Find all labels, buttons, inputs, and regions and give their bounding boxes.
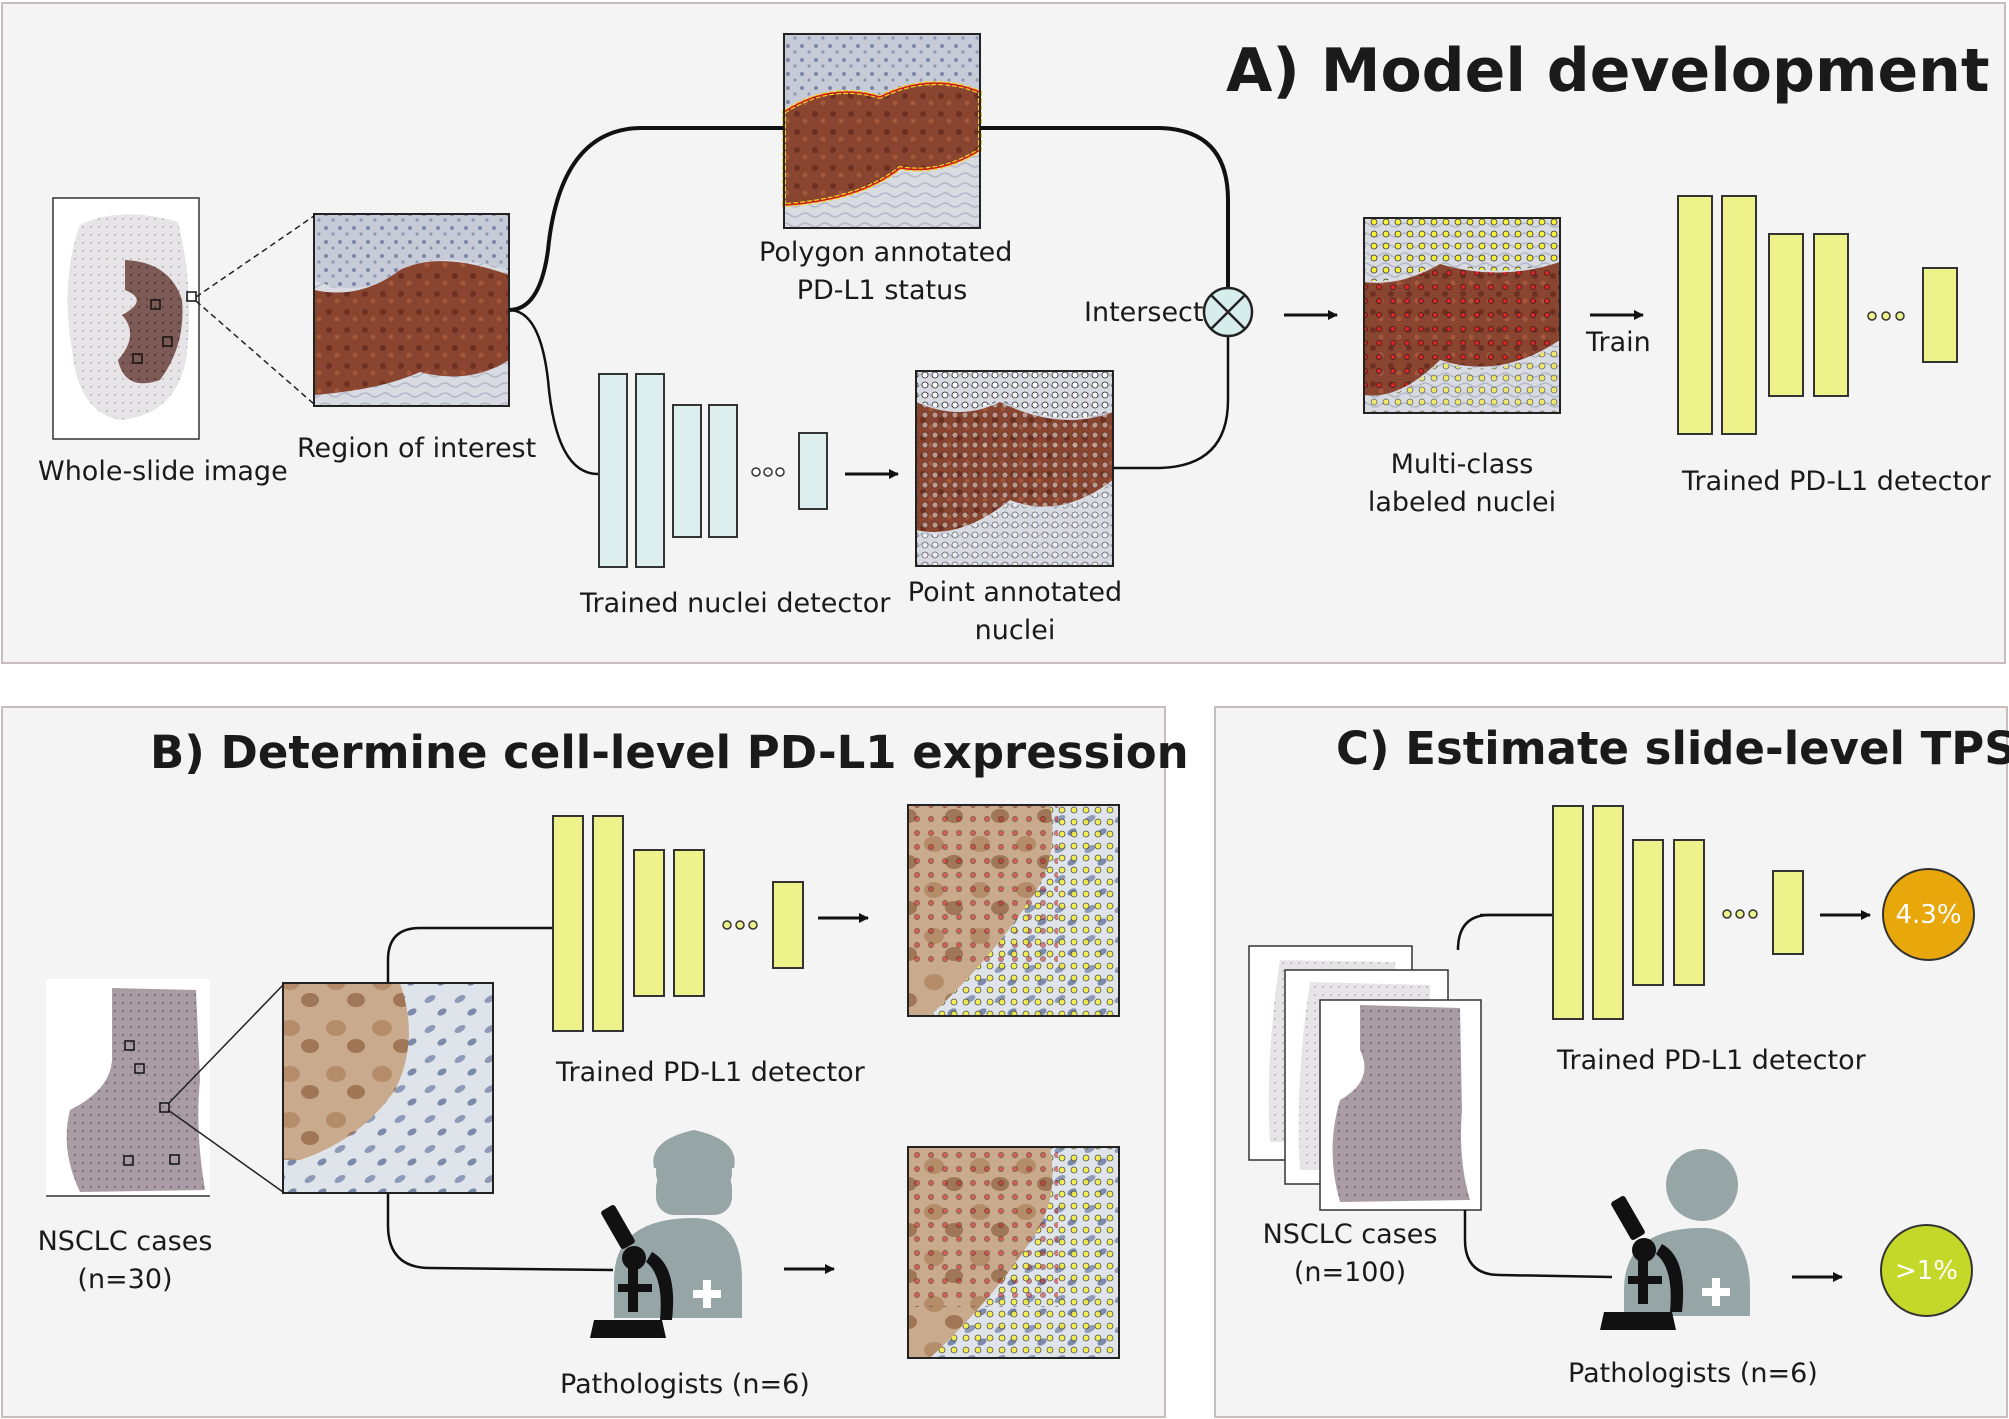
label-polygon-2: PD-L1 status (796, 275, 968, 306)
tps-result-pathologist: >1% (1880, 1224, 1973, 1317)
panel-a-title: A) Model development (1226, 36, 1990, 106)
label-pathologists-b: Pathologists (n=6) (560, 1369, 810, 1400)
nsclc-slide-b (46, 979, 210, 1197)
label-roi: Region of interest (297, 433, 537, 464)
label-nsclc-c-1: NSCLC cases (1262, 1219, 1438, 1250)
label-pathologists-c: Pathologists (n=6) (1568, 1358, 1818, 1389)
doctor-icon (614, 1130, 742, 1280)
ellipsis-icon (751, 467, 785, 477)
pathologist-icon-c (1600, 1149, 1750, 1330)
label-trained-pdl1-b: Trained PD-L1 detector (556, 1057, 865, 1088)
label-trained-nuclei: Trained nuclei detector (580, 588, 891, 619)
roi-image-b (282, 982, 494, 1194)
label-nsclc-b-1: NSCLC cases (37, 1226, 213, 1257)
panel-b-title: B) Determine cell-level PD-L1 expression (150, 726, 1189, 779)
intersect-icon (1202, 286, 1254, 338)
result-image-model-b (907, 804, 1120, 1017)
tps-result-model: 4.3% (1882, 868, 1975, 961)
tps-result-model-value: 4.3% (1895, 899, 1962, 930)
pdl1-detector-network-b (552, 815, 804, 1032)
polygon-annotated-image (782, 33, 982, 229)
label-point-1: Point annotated (907, 577, 1123, 608)
multiclass-labeled-image (1363, 217, 1561, 414)
microscope-icon (590, 1205, 674, 1338)
ellipsis-icon (1722, 909, 1758, 919)
label-multiclass-2: labeled nuclei (1367, 487, 1557, 518)
label-point-2: nuclei (974, 615, 1056, 646)
pdl1-detector-network-c (1552, 805, 1804, 1020)
pathologist-icon-b (590, 1130, 742, 1338)
point-annotated-image (915, 370, 1114, 567)
label-train: Train (1586, 327, 1651, 358)
stacked-slides-c (1248, 945, 1482, 1211)
ellipsis-icon (722, 920, 758, 930)
whole-slide-image (52, 197, 200, 440)
panel-c-title: C) Estimate slide-level TPS (1336, 722, 2009, 775)
region-of-interest-image (313, 213, 510, 407)
nuclei-detector-network (598, 373, 828, 568)
label-polygon-1: Polygon annotated (759, 237, 1013, 268)
microscope-icon (1600, 1196, 1684, 1330)
result-image-pathologist-b (907, 1146, 1120, 1359)
pdl1-detector-network-a (1677, 195, 1958, 435)
label-trained-pdl1-a: Trained PD-L1 detector (1682, 466, 1991, 497)
label-multiclass-1: Multi-class (1390, 449, 1534, 480)
label-intersect: Intersect (1084, 297, 1204, 328)
tps-result-pathologist-value: >1% (1894, 1255, 1959, 1286)
label-nsclc-b-2: (n=30) (77, 1264, 173, 1295)
label-trained-pdl1-c: Trained PD-L1 detector (1557, 1045, 1866, 1076)
label-nsclc-c-2: (n=100) (1293, 1257, 1407, 1288)
ellipsis-icon (1867, 311, 1905, 321)
label-whole-slide: Whole-slide image (38, 456, 288, 487)
